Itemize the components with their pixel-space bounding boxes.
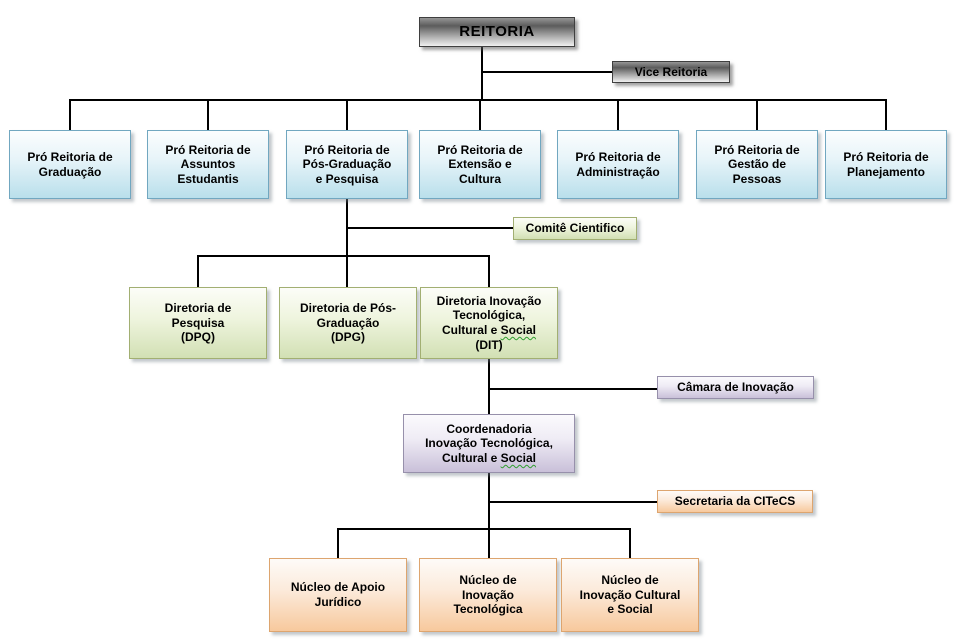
org-node-pro-reitoria-assuntos-estudantis: Pró Reitoria de Assuntos Estudantis <box>147 130 269 199</box>
org-node-label: Câmara de Inovação <box>677 380 794 395</box>
org-node-secretaria-citecs: Secretaria da CITeCS <box>657 490 813 513</box>
org-node-label: Secretaria da CITeCS <box>674 494 796 509</box>
org-node-pro-reitoria-graduacao: Pró Reitoria de Graduação <box>9 130 131 199</box>
org-node-nucleo-inovacao-tecnologica: Núcleo de Inovação Tecnológica <box>419 558 557 632</box>
connector-drop-dpq <box>197 255 199 287</box>
org-node-label: Pró Reitoria de Planejamento <box>843 149 929 179</box>
connector-comite <box>347 227 513 229</box>
org-node-label: Pró Reitoria de Extensão e Cultura <box>437 142 523 186</box>
connector-coordenadoria-down <box>488 473 490 558</box>
org-node-label: Diretoria de Pós- Graduação (DPG) <box>299 301 397 345</box>
org-node-label: Pró Reitoria de Administração <box>575 149 661 179</box>
org-node-coordenadoria-inovacao: Coordenadoria Inovação Tecnológica, Cult… <box>403 414 575 473</box>
org-node-label: Comitê Cientifico <box>525 221 625 236</box>
org-node-pro-reitoria-pos-graduacao: Pró Reitoria de Pós-Graduação e Pesquisa <box>286 130 408 199</box>
org-node-diretoria-inovacao-dit: Diretoria Inovação Tecnológica, Cultural… <box>420 287 558 359</box>
connector-vice-reitoria <box>482 71 612 73</box>
org-node-pro-reitoria-extensao-cultura: Pró Reitoria de Extensão e Cultura <box>419 130 541 199</box>
connector-drop-nucleo-cultural <box>629 528 631 558</box>
connector-drop-pos-graduacao <box>346 99 348 130</box>
org-node-diretoria-pos-graduacao-dpg: Diretoria de Pós- Graduação (DPG) <box>279 287 417 359</box>
org-node-label: Pró Reitoria de Gestão de Pessoas <box>714 142 800 186</box>
connector-secretaria <box>489 501 657 503</box>
org-node-label: Pró Reitoria de Assuntos Estudantis <box>165 142 251 186</box>
connector-camara <box>489 388 657 390</box>
org-node-camara-inovacao: Câmara de Inovação <box>657 376 814 399</box>
org-node-pro-reitoria-administracao: Pró Reitoria de Administração <box>557 130 679 199</box>
connector-drop-administracao <box>617 99 619 130</box>
org-node-vice-reitoria: Vice Reitoria <box>612 61 730 83</box>
org-node-pro-reitoria-gestao-pessoas: Pró Reitoria de Gestão de Pessoas <box>696 130 818 199</box>
connector-drop-assuntos <box>207 99 209 130</box>
connector-drop-nucleo-juridico <box>337 528 339 558</box>
org-node-comite-cientifico: Comitê Cientifico <box>513 217 637 240</box>
connector-reitoria-down <box>481 47 483 100</box>
org-node-pro-reitoria-planejamento: Pró Reitoria de Planejamento <box>825 130 947 199</box>
org-node-label: Núcleo de Inovação Cultural e Social <box>579 573 681 617</box>
org-node-label: Pró Reitoria de Pós-Graduação e Pesquisa <box>302 142 392 186</box>
org-node-label: Diretoria Inovação Tecnológica, Cultural… <box>436 293 542 352</box>
org-node-diretoria-pesquisa-dpq: Diretoria de Pesquisa (DPQ) <box>129 287 267 359</box>
connector-drop-extensao <box>479 99 481 130</box>
connector-drop-gestao <box>756 99 758 130</box>
connector-drop-dpg <box>346 255 348 287</box>
connector-dit-down <box>488 359 490 414</box>
connector-bus-diretorias <box>197 255 490 257</box>
org-node-nucleo-apoio-juridico: Núcleo de Apoio Jurídico <box>269 558 407 632</box>
connector-drop-dit <box>488 255 490 287</box>
connector-drop-graduacao <box>69 99 71 130</box>
org-node-reitoria: REITORIA <box>419 17 575 47</box>
org-node-label: REITORIA <box>459 22 535 40</box>
connector-bus-pro-reitorias <box>69 99 887 101</box>
org-node-label: Vice Reitoria <box>634 64 708 79</box>
org-node-label: Núcleo de Apoio Jurídico <box>290 580 386 609</box>
org-node-label: Pró Reitoria de Graduação <box>27 149 113 179</box>
org-node-nucleo-inovacao-cultural: Núcleo de Inovação Cultural e Social <box>561 558 699 632</box>
org-node-label: Núcleo de Inovação Tecnológica <box>453 573 523 617</box>
connector-drop-planejamento <box>885 99 887 130</box>
org-node-label: Diretoria de Pesquisa (DPQ) <box>164 301 232 345</box>
org-node-label: Coordenadoria Inovação Tecnológica, Cult… <box>425 421 553 465</box>
connector-bus-nucleos <box>337 528 631 530</box>
